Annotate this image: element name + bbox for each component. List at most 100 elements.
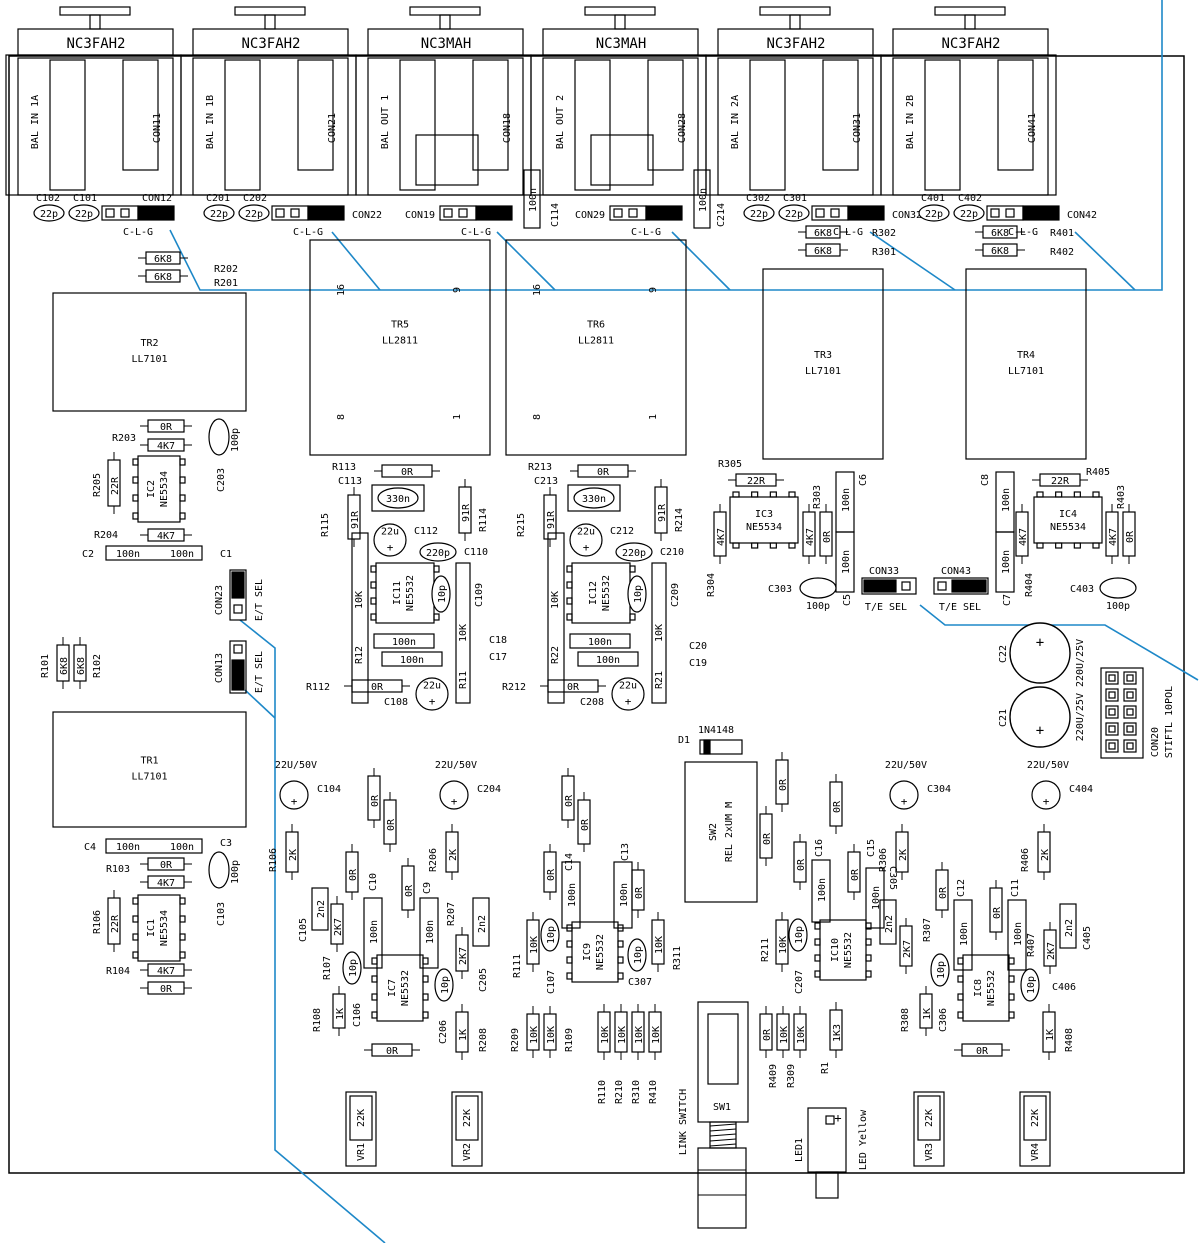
trimmer-value: 22K [924,1109,935,1127]
resistor-R309-value: 10K [779,1026,790,1044]
resistor-ref: R203 [112,433,136,444]
cap-value: 100n [1013,922,1024,946]
ic-ref: IC4 [1059,509,1077,520]
resistor-R110-value: 10K [600,1026,611,1044]
cap-ref: C406 [1052,982,1076,993]
polarity-mark: + [387,541,394,554]
resistor-0r-value: 0R [386,1046,399,1057]
resistor-ref: R407 [1026,933,1037,957]
connector-label: BAL IN 1B [205,95,216,149]
cap-value: 22u [577,527,595,538]
cap-10p [434,968,454,1002]
cap-ref: C405 [1082,926,1093,950]
cap-ref: C204 [477,784,501,795]
relay-SW2 [684,761,758,903]
ic-pin [566,940,573,948]
header-ref: CON12 [142,193,172,204]
ic-pin [814,922,821,930]
jumper-block [1022,205,1060,221]
resistor-R309b-value: 10K [796,1026,807,1044]
cap-C102 [33,204,65,222]
polarity-mark: + [1036,723,1044,739]
cap-C213 [567,484,621,512]
transformer-pin: 1 [648,414,659,420]
connector-pin-block [574,59,611,191]
cap-value: 100n [588,637,612,648]
ic-ref: IC9 [582,943,593,961]
cap-10p [431,575,451,613]
switch-ref: SW1 [713,1102,731,1113]
ic-pin [422,975,429,983]
cap-ref: C19 [689,658,707,669]
cap-C103 [208,851,230,889]
cap-C113 [371,484,425,512]
ic-pin [179,512,186,520]
cap-value: 100p [230,860,241,884]
resistor-R305-value: 22R [747,476,766,487]
cap-ref: C208 [580,697,604,708]
resistor-ref: R207 [446,902,457,926]
ic-pin [1073,491,1081,498]
header-pad [613,208,623,218]
jumper-block [231,571,245,599]
cap-value: 220p [622,548,646,559]
board-outline [8,55,1185,1174]
trimmer-VR3 [913,1091,945,1167]
header-pad [1123,705,1137,719]
cap-value: 10p [633,585,644,603]
resistor-R405-value: 22R [1051,476,1070,487]
resistor-ref: R403 [1116,485,1127,509]
resistor-R406-value: 2K [1040,849,1051,861]
ic-part: NE5532 [400,970,411,1006]
resistor-ref: R101 [40,654,51,678]
resistor-R203-value: 4K7 [157,441,175,452]
cap-C205a [472,897,490,947]
ic-pin [566,972,573,980]
pad-hole [1108,691,1116,699]
connector-type-label: NC3MAH [596,36,647,52]
cap-ref: C201 [206,193,230,204]
resistor-0r-value: 0R [832,800,843,813]
connector-type-label: NC3FAH2 [241,36,300,52]
cap-value: 100n [1001,550,1012,574]
ic-pin [1055,491,1063,498]
cap-220p [615,542,653,562]
resistor-R209-value: 10K [529,1026,540,1044]
cap-ref: C110 [464,547,488,558]
cap-value: 2n2 [884,915,895,933]
cap-value: 220p [426,548,450,559]
resistor-ref: R106 [268,848,279,872]
connector-pin-block [122,59,159,171]
resistor-R308-value: 1K [922,1008,933,1020]
cap-10p [540,918,560,952]
cap-C2-C1 [105,545,203,561]
resistor-0r-value: 0R [404,884,415,897]
ic-pin [132,951,139,959]
resistor-ref: R212 [502,682,526,693]
ic-pin [1008,993,1015,1001]
header-pad [458,208,468,218]
ic-ref: IC7 [387,979,398,997]
cap-ref: C108 [384,697,408,708]
trimmer-body [455,1095,479,1141]
ic-pin [370,565,377,573]
resistor-0r-value: 0R [778,778,789,791]
resistor-0r-value: 0R [762,832,773,845]
cap-C303 [799,577,837,599]
resistor-R106-value: 22R [110,914,121,933]
cap-value: 2n2 [1064,919,1075,937]
ic-pin [865,922,872,930]
resistor-R109-value: 10K [546,1026,557,1044]
trimmer-VR4 [1019,1091,1051,1167]
resistor-R404-value: 4K7 [1018,528,1029,546]
resistor-ref: R115 [320,513,331,537]
ic-IC7 [376,954,424,1022]
resistor-ref: R409 [768,1064,779,1088]
cap-value: 2n2 [316,900,327,918]
cap-10p [627,575,647,613]
cap-ref: C1 [220,549,232,560]
cap-100n [363,897,383,969]
connector-latch-stem [964,14,976,30]
transformer-TR6 [505,239,687,456]
